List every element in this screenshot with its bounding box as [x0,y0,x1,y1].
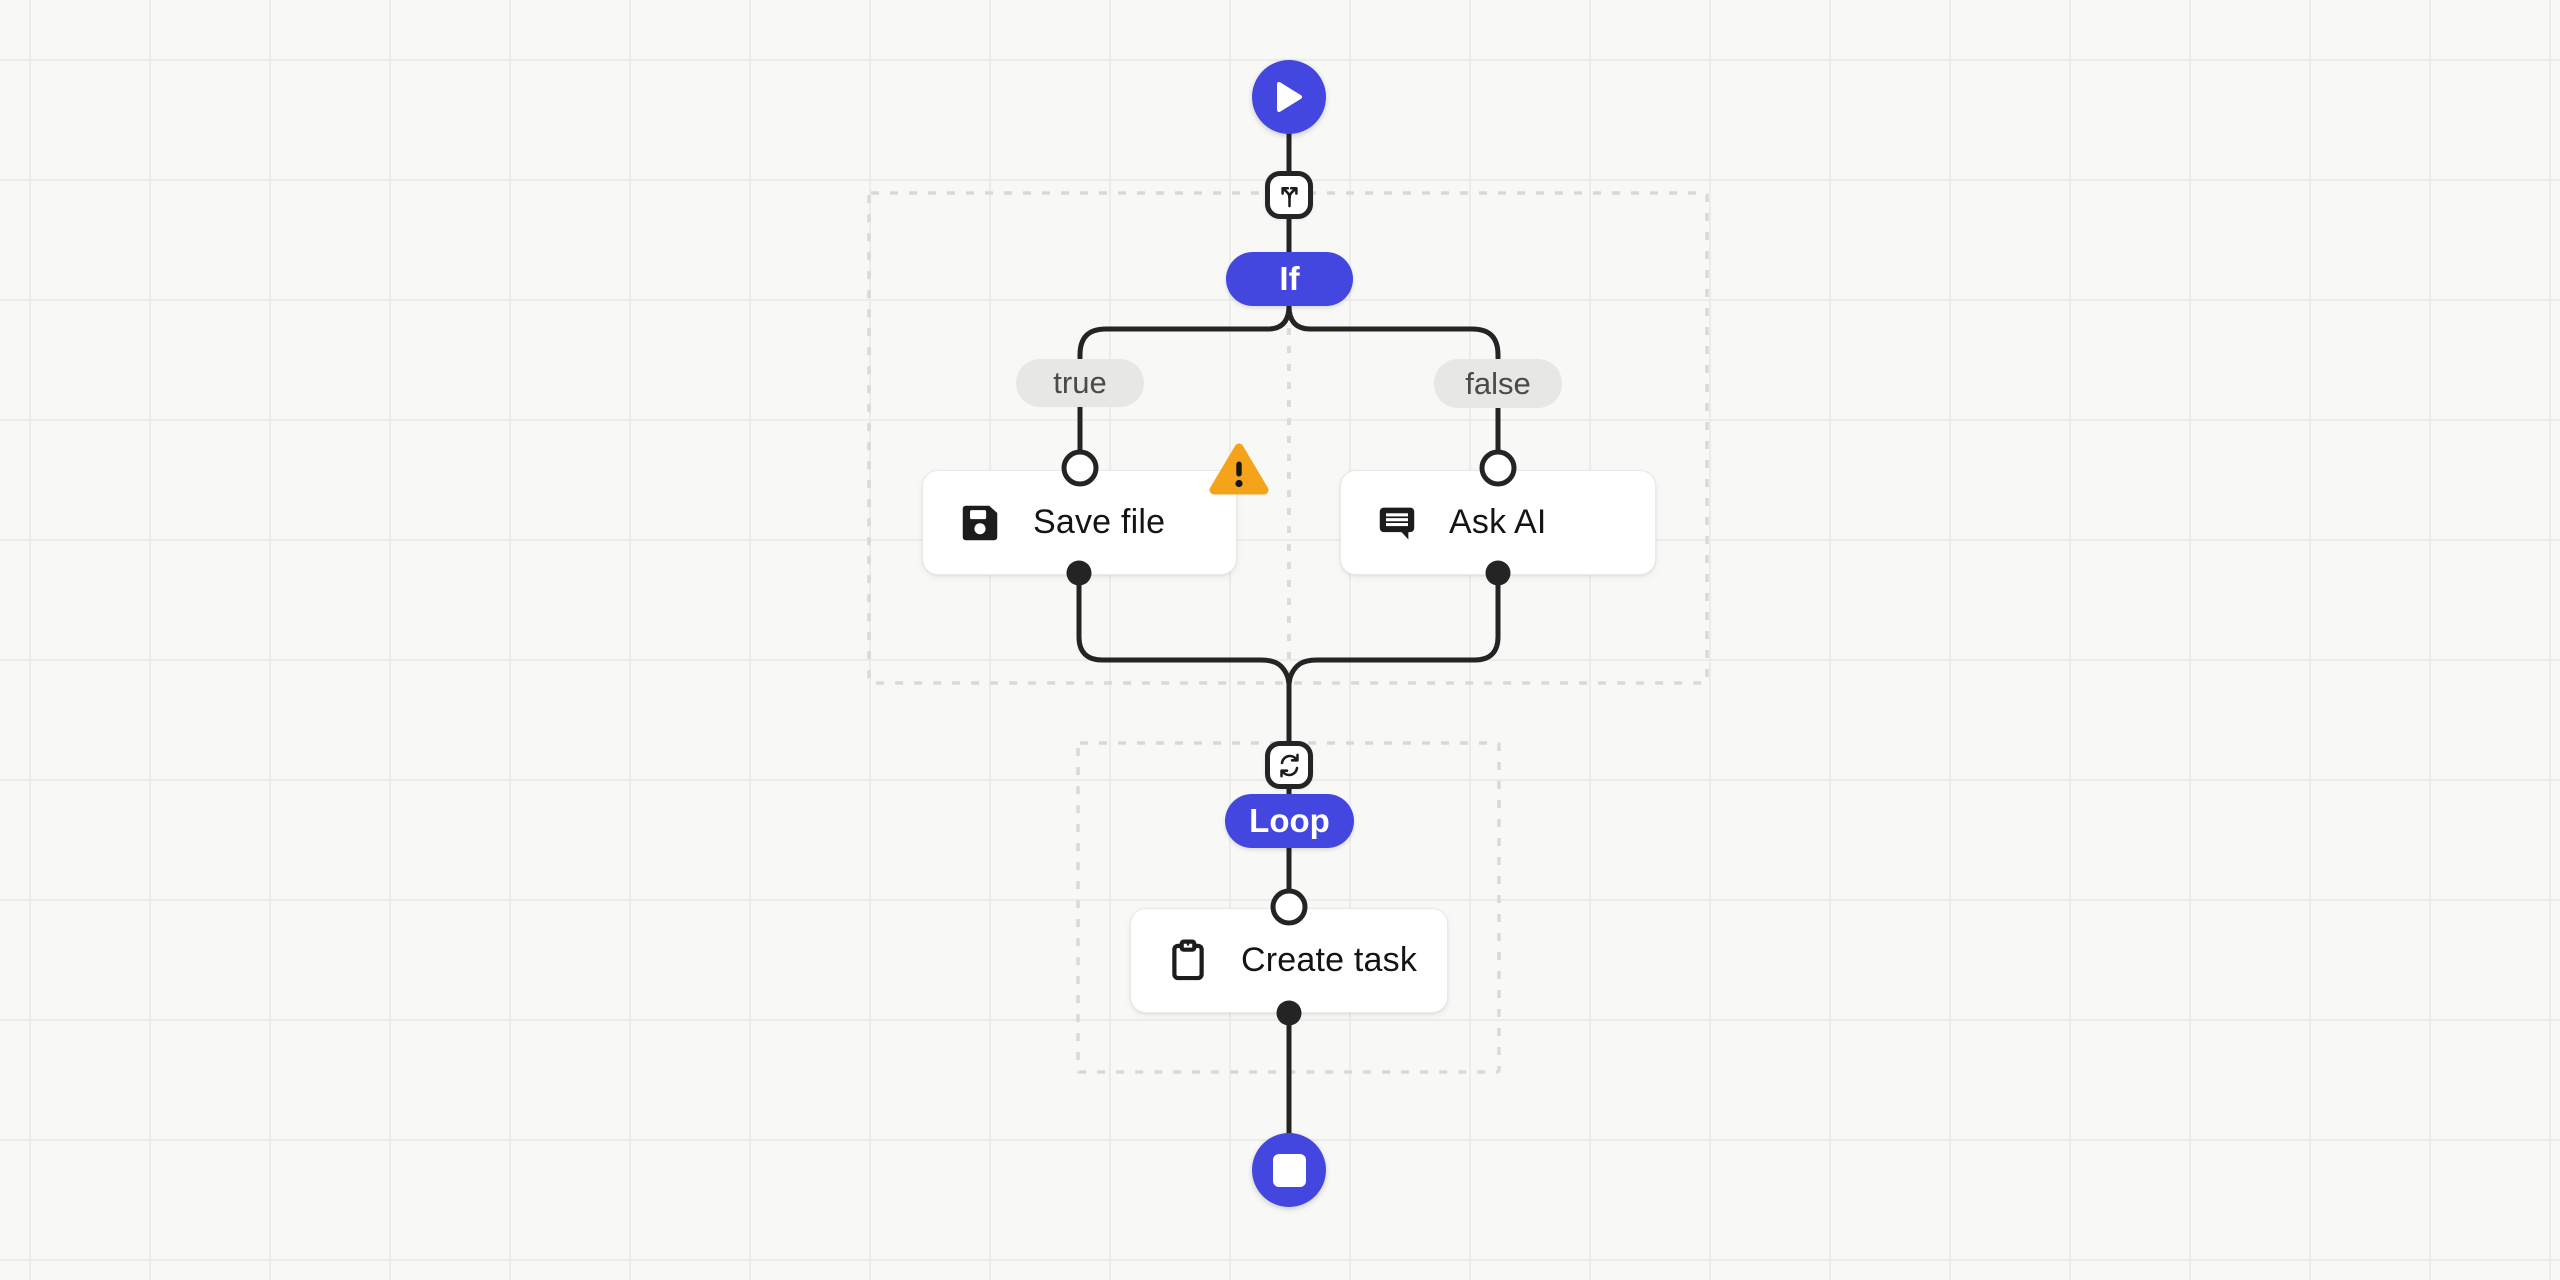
save-file-node[interactable]: Save file [922,470,1237,575]
if-badge-label: If [1279,260,1300,297]
edge-ask-ai-to-merge [1286,582,1501,687]
loop-badge[interactable]: Loop [1225,794,1354,848]
play-icon [1277,82,1302,112]
save-file-input-port[interactable] [1061,449,1099,487]
save-file-label: Save file [1033,503,1166,541]
split-arrows-icon [1280,186,1298,207]
start-node[interactable] [1252,60,1326,134]
true-branch-pill[interactable]: true [1016,359,1144,407]
loop-badge-label: Loop [1249,802,1330,839]
create-task-label: Create task [1241,941,1418,979]
stop-icon [1272,1153,1306,1187]
clipboard-icon [1165,938,1211,984]
false-branch-label: false [1465,365,1531,401]
true-branch-label: true [1053,365,1107,400]
floppy-disk-icon [957,500,1003,546]
chat-icon [1375,501,1419,545]
end-node[interactable] [1252,1133,1326,1207]
loop-router-node[interactable] [1265,741,1313,789]
create-task-input-port[interactable] [1270,888,1308,926]
if-router-node[interactable] [1265,171,1313,219]
ask-ai-output-port[interactable] [1485,560,1511,586]
warning-icon[interactable] [1208,441,1270,497]
circular-arrows-icon [1279,753,1299,777]
save-file-output-port[interactable] [1066,560,1092,586]
edge-save-file-to-merge [1076,582,1292,687]
edge-if-to-true [1077,303,1292,361]
false-branch-pill[interactable]: false [1434,359,1562,408]
if-badge[interactable]: If [1226,252,1353,306]
edge-if-to-false [1286,303,1501,361]
ask-ai-label: Ask AI [1449,503,1547,541]
create-task-output-port[interactable] [1276,1000,1302,1026]
ask-ai-input-port[interactable] [1479,449,1517,487]
